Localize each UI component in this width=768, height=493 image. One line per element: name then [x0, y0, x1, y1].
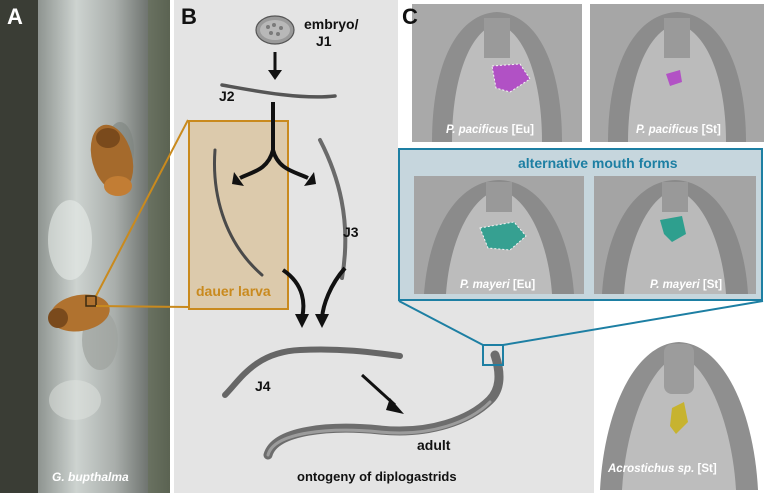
micrograph-mayeri-eu: [414, 176, 584, 294]
tree-photo: [0, 0, 170, 493]
arrow-j4-adult: [386, 398, 404, 414]
label-j2: J2: [219, 88, 235, 104]
label-j4: J4: [255, 378, 271, 394]
tooth-yellow: [670, 402, 688, 434]
micrograph-acrostichus: [594, 322, 764, 490]
embryo-egg: [255, 15, 295, 45]
zoom-line-top: [95, 119, 189, 297]
caption-pacificus-st: P. pacificus [St]: [636, 124, 721, 136]
panel-b-letter: B: [181, 4, 197, 29]
label-j3: J3: [343, 224, 359, 240]
alternative-mouth-forms-title: alternative mouth forms: [518, 155, 678, 171]
worm-j4: [222, 346, 403, 398]
eu-tooth-purple: [491, 63, 531, 93]
caption-mayeri-st: P. mayeri [St]: [650, 279, 723, 291]
worm-j3: [318, 138, 348, 280]
ontogeny-caption: ontogeny of diplogastrids: [297, 469, 457, 484]
panel-a-caption: G. bupthalma: [52, 470, 129, 484]
worm-j2: [220, 83, 337, 99]
caption-mayeri-eu: P. mayeri [Eu]: [460, 279, 536, 291]
arrow-to-j3: [304, 172, 316, 186]
caption-pacificus-eu: P. pacificus [Eu]: [446, 124, 534, 136]
worm-dauer: [213, 148, 264, 277]
ontogeny-diagram: [213, 15, 504, 460]
arrow-to-dauer: [232, 172, 244, 186]
beetle-bottom: [48, 294, 110, 332]
st-tooth-purple: [666, 70, 682, 86]
arrow-dauer-j4: [295, 314, 309, 328]
eu-tooth-teal: [479, 221, 527, 251]
micrograph-pacificus-eu: [412, 4, 582, 142]
beetle-top: [90, 124, 134, 196]
label-dauer: dauer larva: [196, 283, 271, 299]
panel-a-letter: A: [7, 4, 23, 29]
label-adult: adult: [417, 437, 451, 453]
st-tooth-teal: [660, 216, 686, 242]
panel-c-letter: C: [402, 4, 418, 29]
micrograph-mayeri-st: [594, 176, 756, 294]
micrograph-pacificus-st: [590, 4, 764, 142]
arrow-embryo-j2: [268, 70, 282, 80]
label-j1: J1: [316, 33, 332, 49]
panel-c: P. pacificus [Eu] P. pacificus [St] alte…: [398, 0, 768, 493]
panel-a-photo: A G. bupthalma: [0, 0, 170, 493]
label-embryo: embryo/: [304, 16, 359, 32]
caption-acrostichus: Acrostichus sp. [St]: [608, 463, 717, 475]
zoom-line-bottom: [95, 305, 189, 308]
species-caption: G. bupthalma: [52, 470, 129, 484]
arrow-j3-j4: [315, 314, 329, 328]
